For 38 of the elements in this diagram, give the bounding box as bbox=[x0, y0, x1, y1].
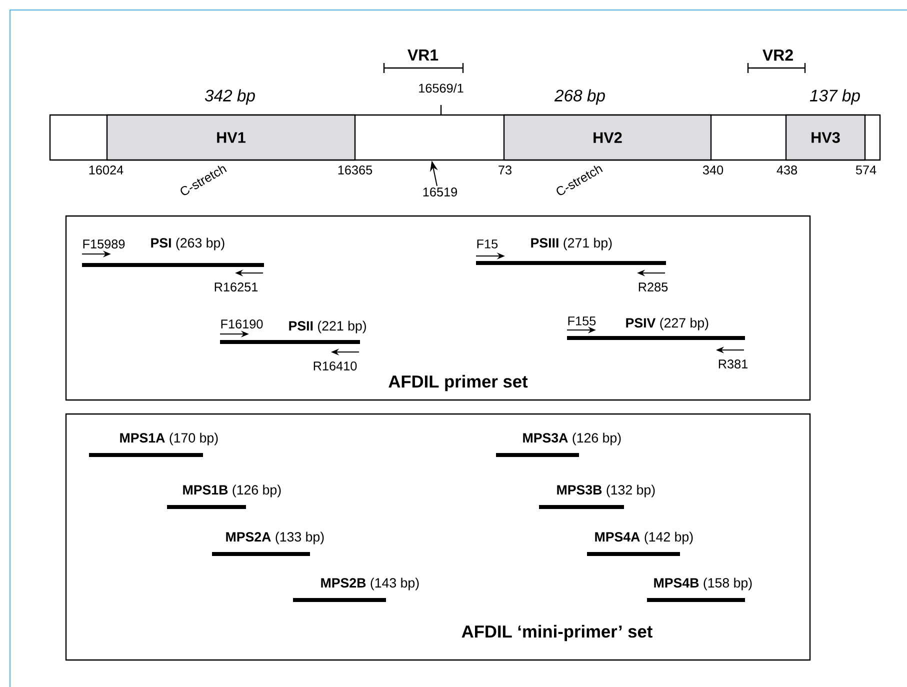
amplicon-label: MPS3B (132 bp) bbox=[557, 484, 655, 498]
primer-label: F16190 bbox=[221, 320, 263, 328]
range-label: VR1 bbox=[408, 50, 438, 60]
amplicon-label: MPS4A (142 bp) bbox=[595, 532, 693, 544]
position-label: 73 bbox=[498, 166, 512, 174]
primer-label: R285 bbox=[638, 282, 668, 292]
amplicon-label: PSIV (227 bp) bbox=[626, 318, 708, 330]
amplicon-label: PSIII (271 bp) bbox=[531, 238, 612, 250]
amplicon-label: PSII (221 bp) bbox=[289, 320, 366, 334]
primer-label: R16410 bbox=[314, 362, 357, 370]
panel-title: AFDIL ‘mini-primer’ set bbox=[462, 624, 652, 642]
position-label: 438 bbox=[776, 166, 798, 174]
panel-title: AFDIL primer set bbox=[388, 374, 528, 392]
position-label: 16365 bbox=[338, 166, 372, 174]
amplicon-label: MPS2B (143 bp) bbox=[321, 578, 419, 590]
primer-label: F15 bbox=[477, 240, 498, 248]
amplicon-label: MPS3A (126 bp) bbox=[523, 432, 621, 446]
region-box: HV2 bbox=[503, 114, 712, 161]
position-label: 574 bbox=[856, 166, 876, 174]
range-label: VR2 bbox=[762, 49, 793, 61]
position-label: 16519 bbox=[423, 188, 457, 196]
primer-label: F155 bbox=[568, 316, 596, 326]
primer-label: F15989 bbox=[83, 240, 125, 248]
primer-label: R381 bbox=[718, 360, 748, 368]
position-label: 16024 bbox=[89, 166, 124, 174]
length-label: 342 bp bbox=[204, 89, 255, 105]
amplicon-label: MPS1A (170 bp) bbox=[120, 432, 218, 446]
amplicon-label: PSI (263 bp) bbox=[151, 238, 224, 250]
amplicon-label: MPS4B (158 bp) bbox=[654, 578, 752, 590]
length-label: 137 bp bbox=[810, 89, 860, 105]
position-label: 16569/1 bbox=[419, 83, 464, 93]
length-label: 268 bp bbox=[554, 89, 605, 105]
region-box: HV1 bbox=[106, 114, 356, 161]
position-label: 340 bbox=[702, 166, 724, 174]
amplicon-label: MPS2A (133 bp) bbox=[226, 532, 324, 544]
amplicon-label: MPS1B (126 bp) bbox=[183, 484, 281, 498]
region-box: HV3 bbox=[785, 114, 866, 161]
primer-label: R16251 bbox=[214, 282, 258, 292]
